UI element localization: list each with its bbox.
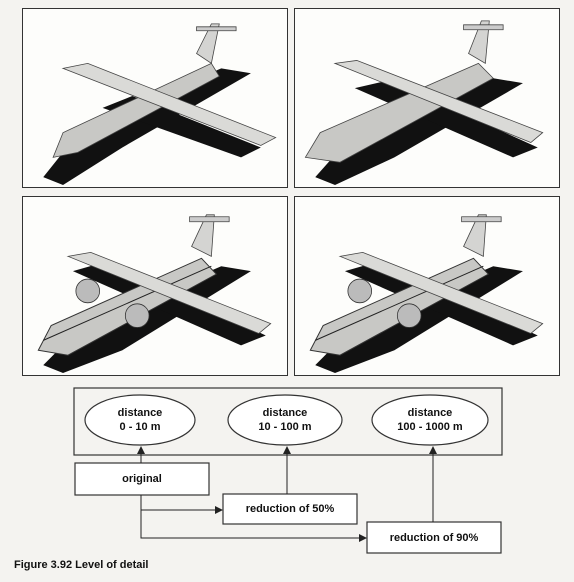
- airplane-medium-detail-image: [304, 20, 544, 186]
- airplane-high-detail-image-b: [309, 214, 544, 374]
- lod-panel-high-b: [294, 196, 560, 376]
- lod-panel-high-a: [22, 196, 288, 376]
- lod-panel-original: [22, 8, 288, 188]
- reduction-50-label: reduction of 50%: [245, 503, 335, 515]
- original-label: original: [122, 473, 162, 485]
- lod-panel-medium: [294, 8, 560, 188]
- airplane-low-detail-image: [43, 23, 277, 186]
- figure-caption: Figure 3.92 Level of detail: [14, 559, 149, 571]
- reduction-90-label: reduction of 90%: [389, 532, 479, 544]
- airplane-high-detail-image-a: [37, 214, 272, 374]
